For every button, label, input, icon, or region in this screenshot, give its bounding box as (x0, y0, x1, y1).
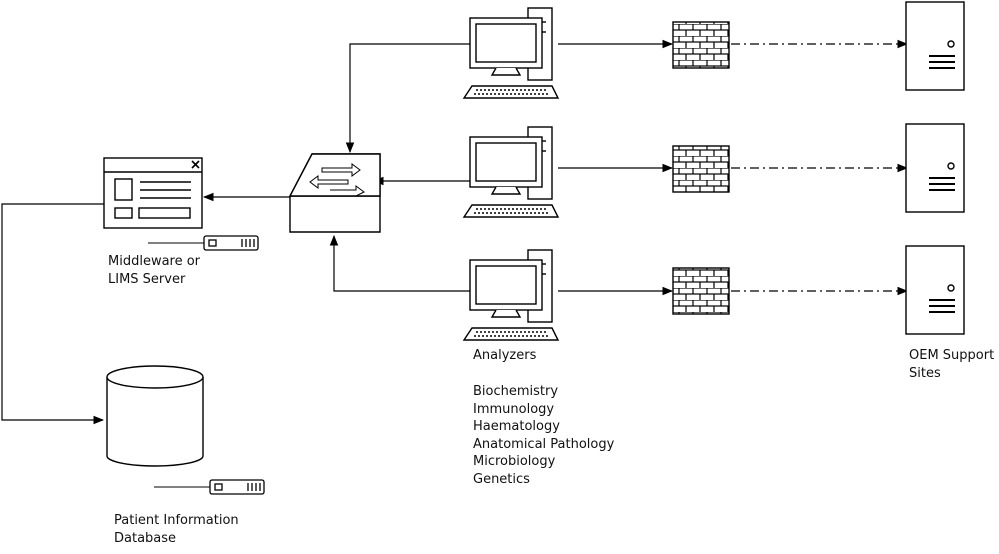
oem-label-line1: OEM Support (909, 348, 995, 363)
tower-server-icon (905, 245, 965, 335)
analyzer-types-list: Biochemistry Immunology Haematology Anat… (473, 383, 614, 488)
network-switch-icon (288, 153, 381, 233)
patient-db-label-line2: Database (114, 530, 177, 546)
application-window-icon (103, 157, 203, 229)
link-bottom-pc-to-switch (329, 234, 470, 292)
desktop-computer-icon (463, 7, 559, 99)
tower-server-icon (905, 123, 965, 213)
oem-label: OEM Support Sites (909, 347, 994, 382)
patient-db-label: Patient Information Database (114, 512, 239, 547)
patient-db-label-line1: Patient Information (114, 513, 239, 528)
firewall-brick-wall-icon (672, 267, 730, 315)
storage-device-icon (147, 235, 259, 251)
middleware-label-line2: LIMS Server (108, 271, 186, 287)
analyzer-type: Microbiology (473, 454, 556, 469)
oem-label-line2: Sites (909, 365, 941, 381)
desktop-computer-icon (463, 249, 559, 341)
link-top-pc-to-switch (345, 43, 470, 154)
analyzers-title: Analyzers (473, 348, 537, 363)
connectors (1, 39, 909, 425)
analyzer-type: Immunology (473, 401, 555, 417)
analyzer-type: Genetics (473, 471, 530, 487)
firewall-brick-wall-icon (672, 145, 730, 193)
analyzer-type: Anatomical Pathology (473, 436, 615, 452)
firewall-brick-wall-icon (672, 21, 730, 69)
link-middleware-to-database (1, 203, 105, 425)
analyzer-type: Haematology (473, 419, 560, 434)
tower-server-icon (905, 1, 965, 91)
middleware-label-line1: Middleware or (108, 254, 201, 269)
desktop-computer-icon (463, 126, 559, 218)
storage-device-icon (153, 479, 265, 495)
analyzer-type: Biochemistry (473, 384, 559, 399)
database-cylinder-icon (106, 365, 204, 467)
middleware-label: Middleware or LIMS Server (108, 253, 200, 288)
